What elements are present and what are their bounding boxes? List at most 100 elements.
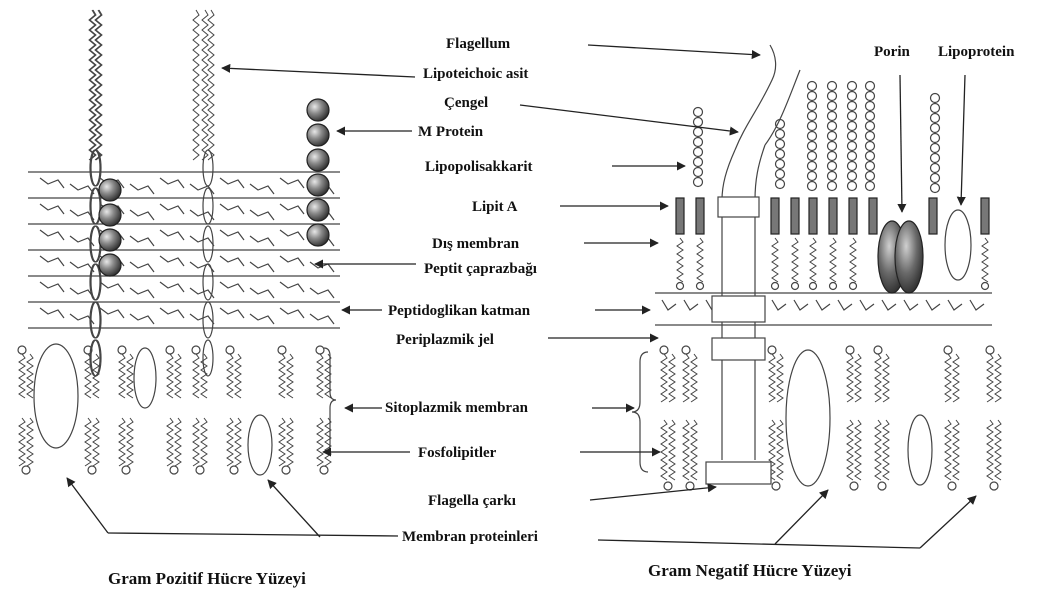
- gn-crosslink: [904, 300, 918, 310]
- gp-crosslink: [280, 204, 304, 214]
- lps-sugar: [808, 152, 817, 161]
- peptidoglycan-layers-gp: [28, 172, 340, 328]
- lipid-head: [990, 482, 998, 490]
- lipid-tail: [167, 354, 173, 398]
- lps-sugar: [828, 152, 837, 161]
- lipid-tail: [875, 420, 881, 480]
- lipid-tail: [19, 418, 25, 466]
- lipid-head: [697, 283, 704, 290]
- lps-sugar: [828, 102, 837, 111]
- lps-sugar: [808, 102, 817, 111]
- label-lipopolysaccharide: Lipopolisakkarit: [425, 159, 533, 175]
- gp-crosslink: [250, 236, 274, 246]
- gram-negative-wall: [632, 45, 1001, 490]
- lps-sugar: [931, 134, 940, 143]
- lps-sugar: [694, 158, 703, 167]
- gn-crosslink: [684, 300, 698, 310]
- lipid-head: [18, 346, 26, 354]
- porin-protein: [878, 221, 923, 293]
- lps-sugar: [776, 140, 785, 149]
- gp-crosslink: [250, 288, 274, 298]
- gp-crosslink: [190, 314, 214, 324]
- label-porin: Porin: [874, 44, 910, 60]
- lta-link: [203, 264, 213, 300]
- m-protein-sphere: [99, 254, 121, 276]
- lps-sugar: [776, 120, 785, 129]
- lps-sugar: [866, 152, 875, 161]
- lps-sugar: [866, 122, 875, 131]
- gp-crosslink: [250, 262, 274, 272]
- lps-sugar: [694, 178, 703, 187]
- lps-sugar: [694, 148, 703, 157]
- lipid-tail: [953, 420, 959, 480]
- lipid-tail: [855, 420, 861, 480]
- lipid-tail: [127, 354, 133, 398]
- lps-sugar: [931, 154, 940, 163]
- lps-sugar: [848, 142, 857, 151]
- lipid-head: [830, 283, 837, 290]
- gp-crosslink: [40, 256, 64, 266]
- peptidoglycan-layer-gn: [662, 300, 984, 310]
- lta-chain: [89, 10, 95, 160]
- labels: Flagellum Lipoteichoic asit Çengel M Pro…: [108, 36, 1015, 588]
- m-protein-sphere: [307, 199, 329, 221]
- lps-sugar: [828, 122, 837, 131]
- gp-crosslink: [220, 282, 244, 292]
- gp-crosslink: [220, 256, 244, 266]
- lps-sugar: [776, 150, 785, 159]
- lipid-head: [660, 346, 668, 354]
- m-protein-sphere: [307, 174, 329, 196]
- lipid-head: [986, 346, 994, 354]
- lipid-tail: [227, 354, 233, 398]
- lipid-tail: [661, 420, 667, 480]
- lipid-tail: [769, 354, 775, 402]
- m-protein-sphere: [99, 179, 121, 201]
- lps-sugar: [776, 160, 785, 169]
- lipid-a-box: [676, 198, 684, 234]
- lipid-tail: [287, 354, 293, 398]
- lps-sugar: [848, 132, 857, 141]
- lps-sugar: [931, 144, 940, 153]
- lta-link: [203, 340, 213, 376]
- gp-crosslink: [160, 282, 184, 292]
- lps-sugar: [866, 172, 875, 181]
- lipoprotein-oval: [945, 210, 971, 280]
- lipid-tail: [847, 420, 853, 480]
- lipid-head: [192, 346, 200, 354]
- lipid-tail: [683, 420, 689, 480]
- lipid-tail: [235, 354, 241, 398]
- lipid-tail: [127, 418, 133, 466]
- lps-sugar: [828, 112, 837, 121]
- lipid-head: [982, 283, 989, 290]
- m-protein-sphere: [307, 124, 329, 146]
- m-protein-sphere: [99, 229, 121, 251]
- lipid-tail: [27, 418, 33, 466]
- gp-crosslink: [40, 178, 64, 188]
- lps-sugar: [931, 164, 940, 173]
- gp-membrane-protein-1: [34, 344, 78, 448]
- lipid-tail: [661, 354, 667, 402]
- lipid-head: [772, 482, 780, 490]
- gp-crosslink: [250, 210, 274, 220]
- lps-sugar: [866, 92, 875, 101]
- caption-gram-negative: Gram Negatif Hücre Yüzeyi: [648, 561, 852, 580]
- lipid-head: [196, 466, 204, 474]
- lps-sugar: [694, 108, 703, 117]
- lps-sugar: [808, 172, 817, 181]
- lipid-head: [682, 346, 690, 354]
- lps-sugar: [866, 112, 875, 121]
- gp-crosslink: [70, 262, 94, 272]
- lipid-head: [320, 466, 328, 474]
- gn-crosslink: [970, 300, 984, 310]
- lipid-head: [118, 346, 126, 354]
- lps-sugar: [931, 94, 940, 103]
- lipid-tail: [855, 354, 861, 402]
- gn-crosslink: [882, 300, 896, 310]
- lipid-head: [878, 482, 886, 490]
- lipid-tail: [193, 418, 199, 466]
- gp-crosslink: [280, 178, 304, 188]
- lps-sugar: [848, 102, 857, 111]
- gp-crosslink: [310, 314, 334, 324]
- outer-lipid-tail: [850, 238, 856, 282]
